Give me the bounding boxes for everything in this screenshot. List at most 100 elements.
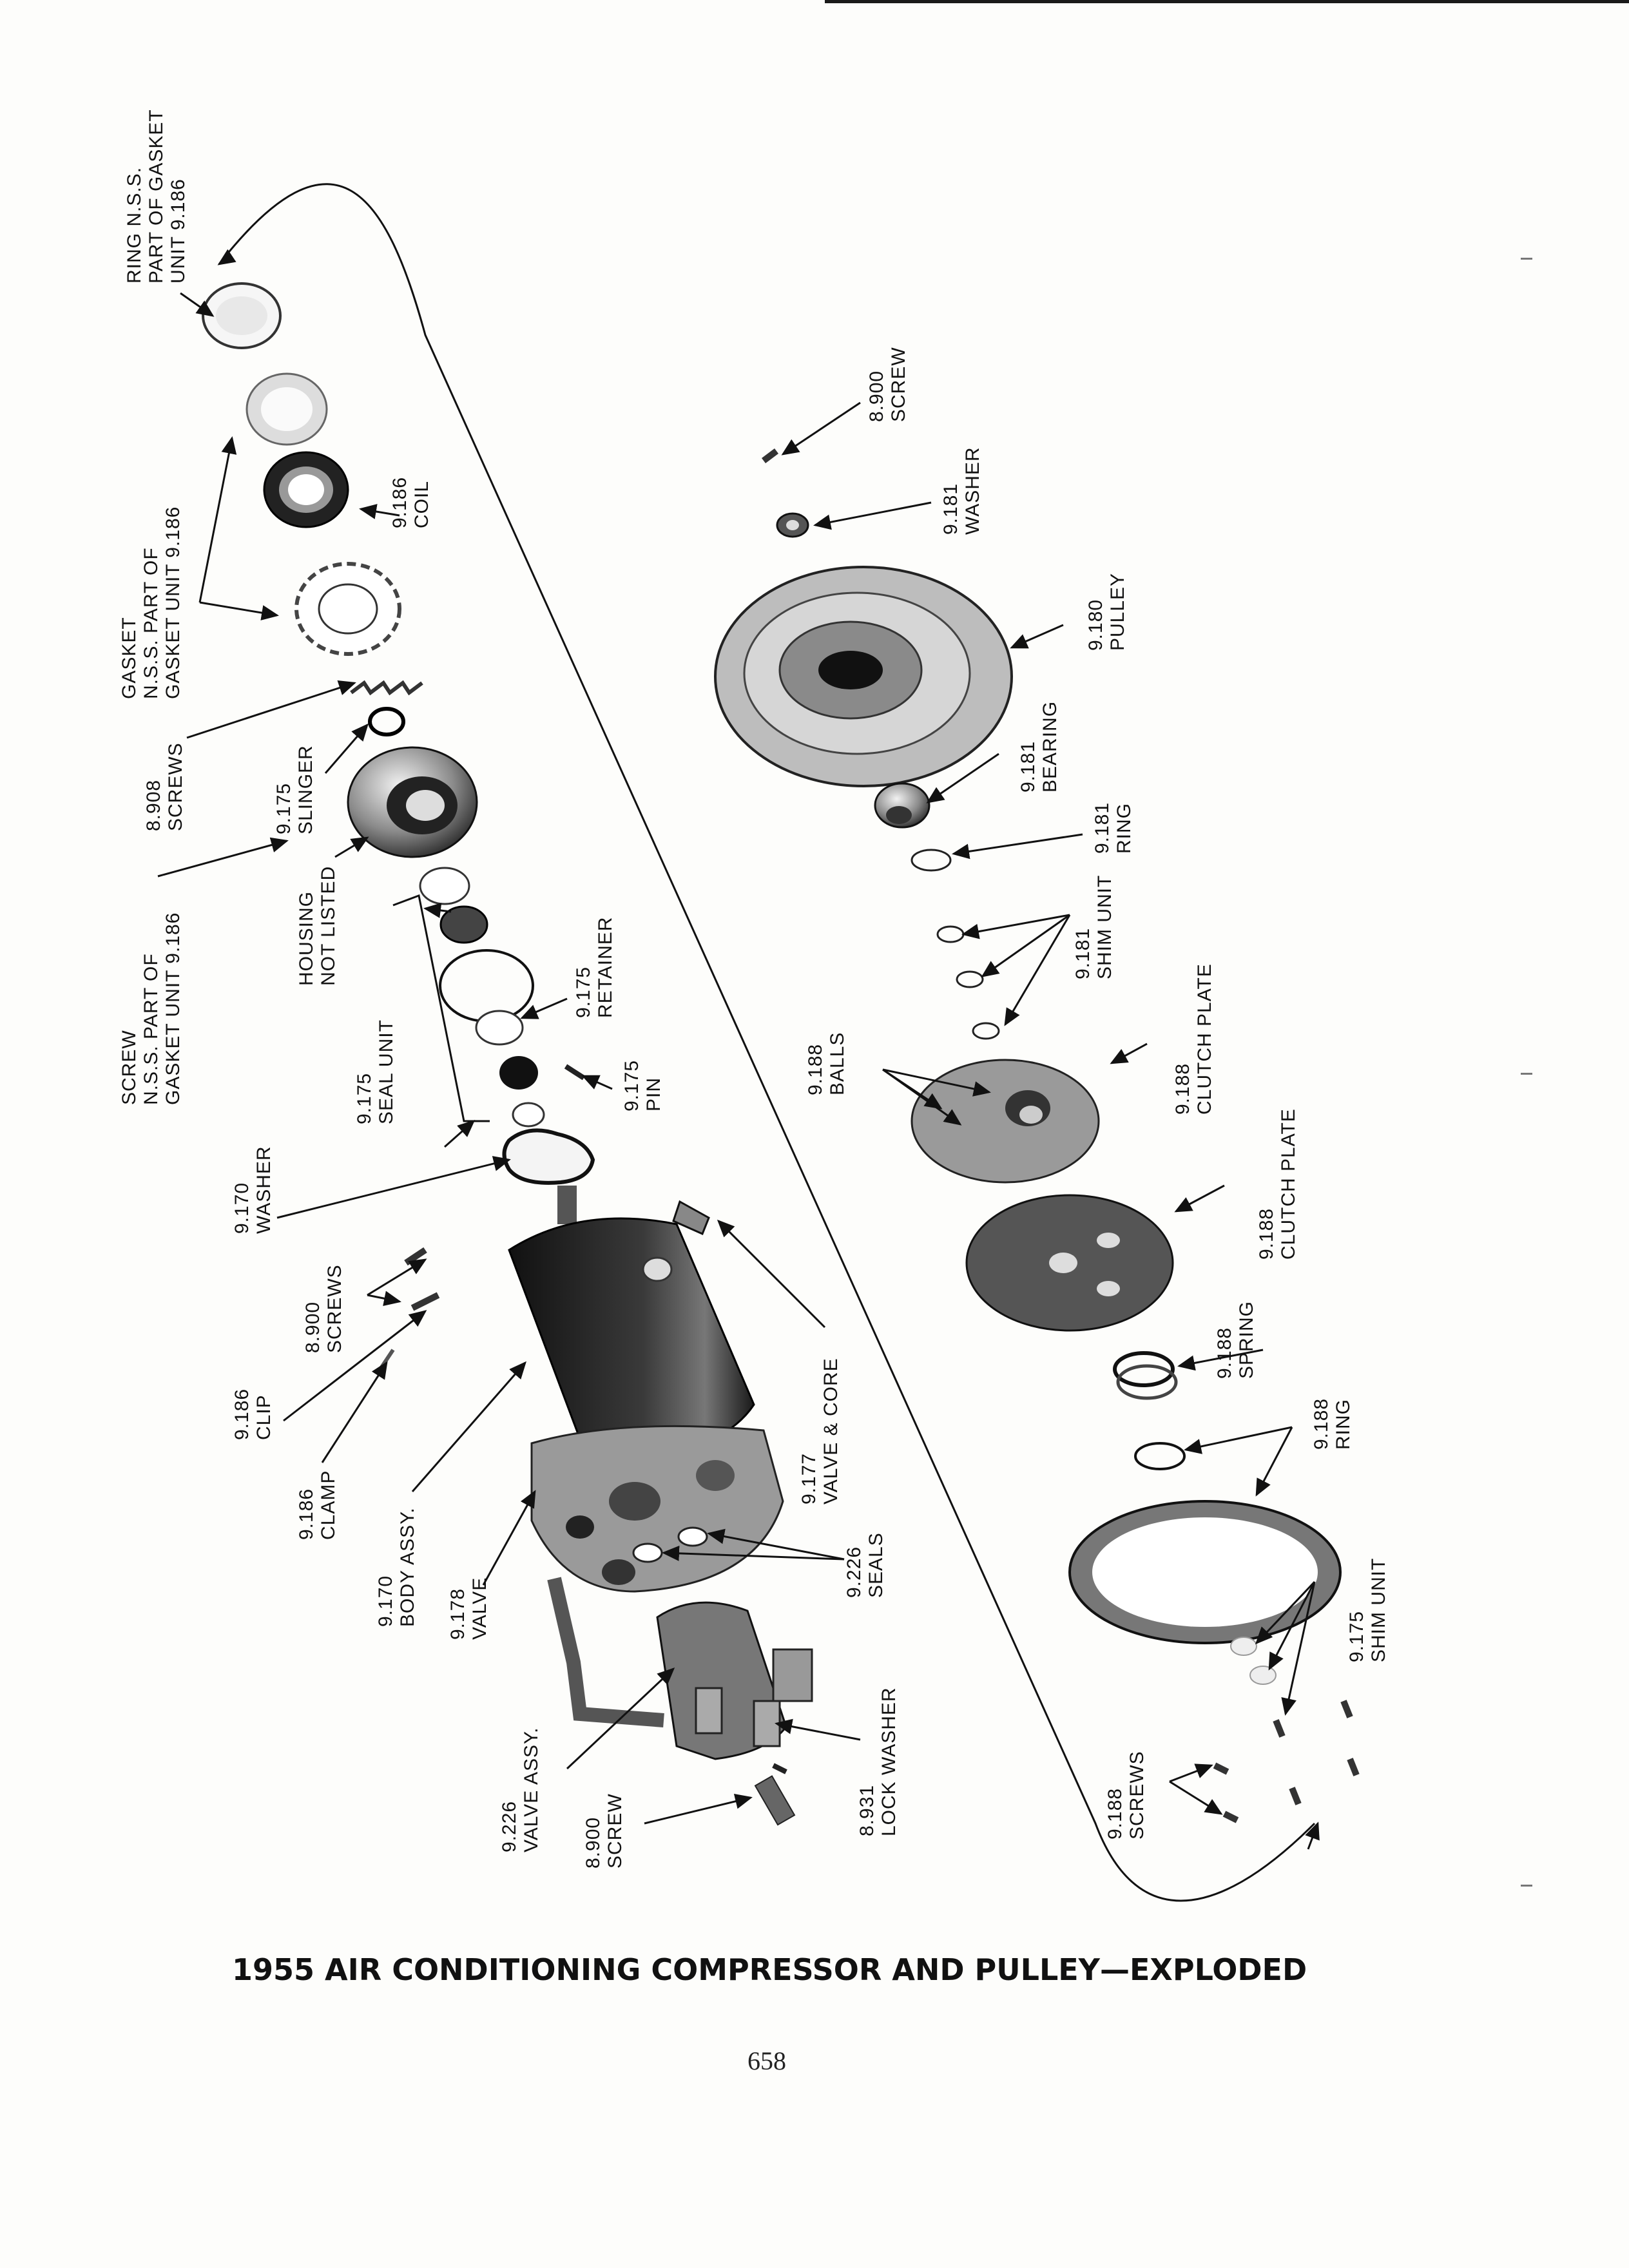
valve-core-part: [672, 1200, 710, 1236]
callout-line: BEARING: [1039, 701, 1061, 793]
callout-line: 9.180: [1085, 599, 1106, 651]
callout-line: 9.175: [1346, 1611, 1367, 1662]
callout-ring-9188: 9.188 RING: [1311, 1398, 1354, 1450]
callout-line: SLINGER: [295, 745, 316, 834]
housing-part: [347, 746, 478, 858]
callout-line: HOUSING: [296, 891, 317, 986]
callout-pulley: 9.180 PULLEY: [1085, 573, 1128, 651]
callout-pin: 9.175 PIN: [621, 1060, 664, 1111]
ring-9188-part: [1134, 1442, 1186, 1470]
callout-line: SEALS: [865, 1532, 887, 1598]
assembly-path-line: [218, 183, 1316, 1902]
callout-line: 9.181: [1092, 802, 1113, 854]
callout-line: BALLS: [827, 1032, 848, 1095]
callout-balls: 9.188 BALLS: [805, 1032, 848, 1095]
callout-line: 9.170: [231, 1182, 253, 1234]
callout-line: 9.186: [231, 1389, 253, 1440]
callout-line: SCREWS: [324, 1264, 345, 1353]
callout-line: NOT LISTED: [318, 866, 339, 986]
callout-slinger: 9.175 SLINGER: [273, 745, 316, 834]
callout-line: 9.170: [375, 1575, 396, 1627]
callout-body-assy: 9.170 BODY ASSY.: [375, 1507, 418, 1627]
shim-9175-part: [1230, 1637, 1277, 1685]
callout-line: SHIM UNIT: [1368, 1558, 1389, 1662]
clutch-plate-b-part: [965, 1194, 1174, 1332]
callout-screws-9188: 9.188 SCREWS: [1104, 1751, 1148, 1840]
callout-line: 8.908: [143, 780, 164, 831]
callout-retainer: 9.175 RETAINER: [573, 917, 616, 1018]
margin-mark: [1521, 1885, 1532, 1887]
callout-line: RETAINER: [595, 917, 616, 1018]
callout-line: 8.900: [866, 370, 887, 422]
callout-line: 9.186: [389, 477, 410, 528]
spring-part: [1113, 1351, 1178, 1400]
callout-line: 9.188: [805, 1044, 826, 1095]
screws-clip-part: [378, 1247, 440, 1370]
callout-line: 9.175: [621, 1060, 642, 1111]
callout-line: 9.188: [1256, 1208, 1277, 1260]
margin-mark: [1521, 258, 1532, 260]
callout-seals: 9.226 SEALS: [843, 1532, 887, 1598]
callout-seal-unit: 9.175 SEAL UNIT: [354, 1019, 397, 1124]
callout-line: SCREW: [604, 1793, 626, 1869]
callout-shim-9175: 9.175 SHIM UNIT: [1346, 1558, 1389, 1662]
callout-line: WASHER: [962, 447, 983, 535]
callout-spring: 9.188 SPRING: [1214, 1301, 1257, 1379]
callout-line: 9.226: [499, 1801, 520, 1852]
callout-line: SCREW: [119, 1030, 140, 1105]
callout-line: SHIM UNIT: [1094, 875, 1115, 979]
seals-part: [632, 1526, 708, 1563]
screw-8900-part: [762, 448, 778, 463]
page-number: 658: [747, 2046, 786, 2075]
callout-line: GASKET: [119, 617, 140, 699]
callout-clamp: 9.186 CLAMP: [296, 1470, 339, 1540]
callout-line: 9.181: [940, 483, 961, 535]
callout-line: SEAL UNIT: [376, 1019, 397, 1124]
coil-part: [263, 451, 349, 528]
callout-line: SCREWS: [165, 742, 186, 831]
callout-line: 9.175: [273, 783, 294, 834]
callout-screw-8900b: 8.900 SCREW: [583, 1793, 626, 1869]
callout-line: 9.186: [296, 1488, 317, 1540]
bearing-part: [874, 782, 930, 829]
callout-shim-9181: 9.181 SHIM UNIT: [1072, 875, 1115, 979]
callout-valve-9178: 9.178 VALVE: [447, 1577, 490, 1640]
callout-line: 9.188: [1172, 1063, 1193, 1115]
callout-line: 9.188: [1214, 1327, 1235, 1379]
callout-line: VALVE ASSY.: [521, 1727, 542, 1852]
gasket-part: [246, 372, 328, 446]
callout-line: 9.181: [1017, 741, 1039, 793]
callout-line: BODY ASSY.: [397, 1507, 418, 1627]
callout-ring-nss: RING N.S.S. PART OF GASKET UNIT 9.186: [124, 109, 189, 284]
callout-line: WASHER: [253, 1146, 275, 1234]
callout-line: 9.181: [1072, 928, 1094, 979]
callout-line: PART OF GASKET: [146, 109, 167, 284]
bearing-balls-part: [294, 562, 401, 656]
callout-line: 9.175: [573, 966, 594, 1018]
callout-valve-assy: 9.226 VALVE ASSY.: [499, 1727, 542, 1852]
callout-bearing: 9.181 BEARING: [1017, 701, 1061, 793]
callout-line: GASKET UNIT 9.186: [162, 912, 184, 1105]
callout-line: 9.188: [1311, 1398, 1332, 1450]
callout-line: 9.226: [843, 1546, 865, 1598]
callout-line: N.S.S. PART OF: [140, 953, 162, 1105]
callout-housing: HOUSING NOT LISTED: [296, 866, 339, 986]
callout-clutch-plate-b: 9.188 CLUTCH PLATE: [1256, 1108, 1299, 1260]
washer-9170-part: [502, 1128, 595, 1185]
callout-line: RING: [1113, 803, 1135, 854]
callout-line: SPRING: [1236, 1301, 1257, 1379]
callout-washer-9181: 9.181 WASHER: [940, 447, 983, 535]
ring-9181-part: [911, 849, 952, 872]
compressor-body-part: [508, 1186, 784, 1593]
callout-clip: 9.186 CLIP: [231, 1389, 275, 1440]
callout-line: CLUTCH PLATE: [1194, 963, 1215, 1115]
pulley-part: [714, 566, 1013, 787]
spring-screws-part: [350, 680, 423, 696]
valve-assembly-part: [547, 1577, 813, 1826]
callout-ring-9181: 9.181 RING: [1092, 802, 1135, 854]
callout-line: 9.178: [447, 1588, 468, 1640]
figure-caption: 1955 AIR CONDITIONING COMPRESSOR AND PUL…: [232, 1952, 1307, 1987]
callout-screw-nss: SCREW N.S.S. PART OF GASKET UNIT 9.186: [119, 912, 184, 1105]
